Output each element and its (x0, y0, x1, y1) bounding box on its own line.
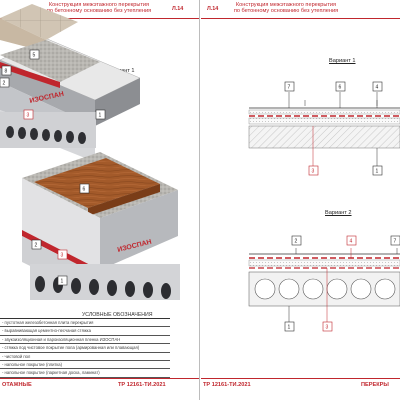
v2-callout-4: 4 (346, 235, 357, 246)
right-variant2-label: Вариант 2 (325, 210, 352, 216)
legend-row: - стяжка под чистовое покрытие пола (арм… (0, 344, 170, 353)
left-footer-rule (0, 378, 199, 379)
right-page: Л.14 Конструкция межэтажного перекрытия … (201, 0, 400, 400)
svg-text:5: 5 (33, 53, 36, 59)
svg-text:1: 1 (61, 279, 64, 285)
right-header-title: Конструкция межэтажного перекрытия по бе… (231, 2, 341, 15)
left-header-title-line2: по бетонному основанию без утепления (46, 8, 152, 15)
callout-top-5: 5 (29, 49, 40, 60)
svg-text:3: 3 (312, 169, 315, 175)
right-section-drawings: 7 6 4 3 1 2 4 7 1 3 (248, 81, 400, 332)
right-footer-doc-code: ТР 12161-ТИ.2021 (203, 382, 251, 388)
svg-text:1: 1 (376, 169, 379, 175)
callout-top-3: 3 (23, 109, 34, 120)
legend-row: - напольное покрытие (паркетная доска, л… (0, 369, 170, 378)
left-footer-doc-code: ТР 12161-ТИ.2021 (118, 382, 166, 388)
callout-top-2: 2 (0, 77, 10, 88)
v1-callout-6: 6 (335, 81, 346, 92)
legend-row: - выравнивающая цементно-песчаная стяжка (0, 327, 170, 336)
callout-bottom-3: 3 (57, 249, 68, 260)
right-header-title-line1: Конструкция межэтажного перекрытия (235, 2, 337, 8)
callout-bottom-6: 6 (79, 183, 90, 194)
legend-row: - пустотная железобетонная плита перекры… (0, 319, 170, 328)
right-footer-rule (201, 378, 400, 379)
svg-text:1: 1 (288, 325, 291, 331)
legend-table: - пустотная железобетонная плита перекры… (0, 318, 170, 378)
right-header-rule (201, 18, 400, 19)
svg-text:3: 3 (61, 253, 64, 259)
section-variant2 (248, 248, 400, 322)
right-footer-section: ПЕРЕКРЫ (361, 382, 389, 388)
bottom-slab-assembly: ИЗОСПАН (22, 152, 180, 300)
v1-callout-4: 4 (372, 81, 383, 92)
svg-text:7: 7 (394, 239, 397, 245)
right-header-title-line2: по бетонному основанию без утепления (233, 8, 339, 15)
svg-text:6: 6 (83, 187, 86, 193)
right-header-code: Л.14 (207, 6, 219, 12)
svg-text:3: 3 (27, 113, 30, 119)
svg-text:8: 8 (5, 69, 8, 75)
left-page: Конструкция межэтажного перекрытия по бе… (0, 0, 200, 400)
v2-callout-1: 1 (284, 321, 295, 332)
svg-text:2: 2 (3, 81, 6, 87)
section-variant1 (248, 92, 400, 166)
svg-text:4: 4 (350, 239, 353, 245)
left-header-title: Конструкция межэтажного перекрытия по бе… (44, 2, 154, 15)
svg-text:4: 4 (376, 85, 379, 91)
legend-row: - чистовой пол (0, 353, 170, 361)
svg-text:6: 6 (339, 85, 342, 91)
left-header-code: Л.14 (172, 6, 184, 12)
v1-callout-3: 3 (308, 165, 319, 176)
svg-text:1: 1 (99, 113, 102, 119)
callout-bottom-1: 1 (57, 275, 68, 286)
callout-top-1: 1 (95, 109, 106, 120)
legend-row: - звукоизоляционная и пароизоляционная п… (0, 336, 170, 345)
v1-callout-1: 1 (372, 165, 383, 176)
v2-callout-7: 7 (390, 235, 400, 246)
svg-text:7: 7 (288, 85, 291, 91)
svg-text:2: 2 (295, 239, 298, 245)
left-header-title-line1: Конструкция межэтажного перекрытия (48, 2, 150, 8)
left-isometric-illustration: ИЗОСПАН ИЗОСПАН 8 (0, 4, 180, 300)
right-variant1-label: Вариант 1 (329, 58, 356, 64)
callout-top-8: 8 (1, 65, 12, 76)
left-header-rule (0, 18, 199, 19)
legend-row: - напольное покрытие (плитка) (0, 361, 170, 370)
top-slab-assembly: ИЗОСПАН (0, 4, 141, 162)
v2-callout-2: 2 (291, 235, 302, 246)
v1-callout-7: 7 (284, 81, 295, 92)
svg-text:2: 2 (35, 243, 38, 249)
v2-callout-3: 3 (322, 321, 333, 332)
callout-bottom-2: 2 (31, 239, 42, 250)
svg-text:3: 3 (326, 325, 329, 331)
left-footer-section: ОТАЖНЫЕ (2, 382, 32, 388)
legend-title: УСЛОВНЫЕ ОБОЗНАЧЕНИЯ (82, 312, 153, 318)
